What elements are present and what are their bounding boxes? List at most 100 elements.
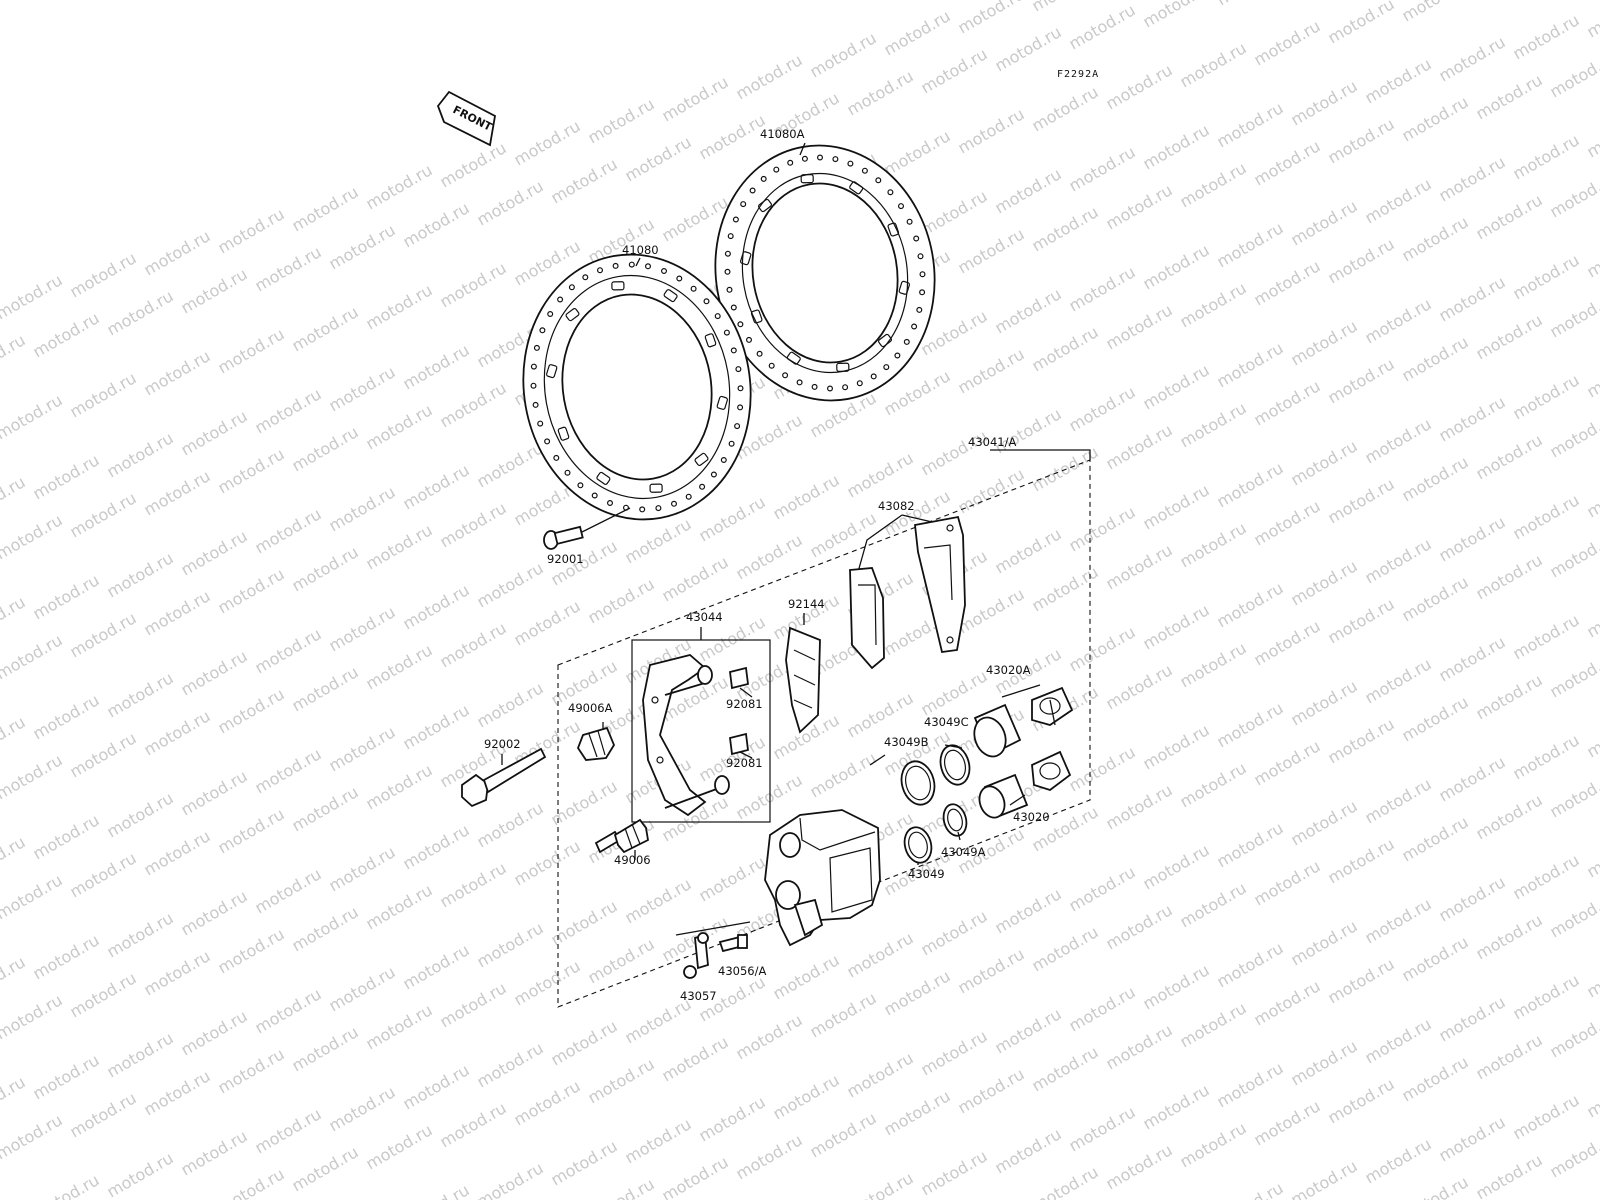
label-41080: 41080: [622, 243, 659, 257]
watermark-text: motod.ru: [215, 1044, 288, 1097]
watermark-text: motod.ru: [1177, 758, 1250, 811]
watermark-text: motod.ru: [1325, 354, 1398, 407]
watermark-text: motod.ru: [104, 428, 177, 481]
watermark-text: motod.ru: [696, 492, 769, 545]
watermark-text: motod.ru: [30, 690, 103, 743]
watermark-text: motod.ru: [1436, 872, 1509, 925]
watermark-text: motod.ru: [437, 1098, 510, 1151]
watermark-text: motod.ru: [1436, 272, 1509, 325]
brake-disc-front: [522, 253, 752, 521]
watermark-text: motod.ru: [1066, 742, 1139, 795]
watermark-text: motod.ru: [30, 930, 103, 983]
label-43056A: 43056/A: [718, 964, 766, 978]
watermark-text: motod.ru: [1066, 1102, 1139, 1155]
watermark-text: motod.ru: [992, 164, 1065, 217]
watermark-text: motod.ru: [585, 1054, 658, 1107]
watermark-text: motod.ru: [1473, 790, 1546, 843]
bleeder-valve: [675, 921, 751, 953]
watermark-text: motod.ru: [548, 1136, 621, 1189]
watermark-text: motod.ru: [1436, 752, 1509, 805]
watermark-text: motod.ru: [0, 952, 29, 1005]
watermark-text: motod.ru: [363, 640, 436, 693]
disc-hole: [582, 274, 589, 281]
watermark-text: motod.ru: [1029, 1042, 1102, 1095]
watermark-text: motod.ru: [1584, 228, 1600, 281]
disc-hole: [870, 373, 877, 380]
watermark-text: motod.ru: [992, 284, 1065, 337]
watermark-text: motod.ru: [1177, 878, 1250, 931]
watermark-text: motod.ru: [733, 50, 806, 103]
disc-hole: [875, 177, 882, 184]
watermark-text: motod.ru: [141, 706, 214, 759]
watermark-text: motod.ru: [289, 542, 362, 595]
disc-hole: [816, 154, 823, 161]
watermark-text: motod.ru: [1103, 180, 1176, 233]
watermark-text: motod.ru: [67, 728, 140, 781]
watermark-text: motod.ru: [1066, 622, 1139, 675]
watermark-text: motod.ru: [844, 448, 917, 501]
disc-hole: [676, 275, 683, 282]
disc-hole: [919, 271, 926, 278]
watermark-text: motod.ru: [659, 1152, 732, 1200]
watermark-text: motod.ru: [400, 460, 473, 513]
disc-hole: [724, 268, 731, 275]
watermark-text: motod.ru: [252, 242, 325, 295]
watermark-text: motod.ru: [289, 782, 362, 835]
watermark-text: motod.ru: [1140, 840, 1213, 893]
watermark-text: motod.ru: [437, 378, 510, 431]
watermark-text: motod.ru: [1399, 1052, 1472, 1105]
disc-hole: [826, 385, 833, 392]
watermark-text: motod.ru: [67, 488, 140, 541]
watermark-text: motod.ru: [1584, 948, 1600, 1001]
watermark-text: motod.ru: [1399, 572, 1472, 625]
watermark-text: motod.ru: [0, 270, 66, 323]
watermark-text: motod.ru: [1103, 660, 1176, 713]
disc-hole: [735, 366, 742, 373]
watermark-text: motod.ru: [1510, 1090, 1583, 1143]
watermark-text: motod.ru: [881, 126, 954, 179]
watermark-text: motod.ru: [215, 564, 288, 617]
watermark-text: motod.ru: [104, 668, 177, 721]
disc-hole: [861, 167, 868, 174]
watermark-text: motod.ru: [1288, 676, 1361, 729]
watermark-text: motod.ru: [400, 700, 473, 753]
disc-slot: [663, 289, 678, 303]
watermark-text: motod.ru: [1547, 528, 1600, 581]
watermark-text: motod.ru: [289, 182, 362, 235]
front-arrow-icon: FRONT: [436, 90, 496, 147]
watermark-text: motod.ru: [363, 1120, 436, 1173]
watermark-text: motod.ru: [252, 1104, 325, 1157]
watermark-text: motod.ru: [1362, 294, 1435, 347]
watermark-text: motod.ru: [1214, 938, 1287, 991]
disc-hole: [544, 438, 551, 445]
watermark-text: motod.ru: [585, 94, 658, 147]
watermark-text: motod.ru: [1510, 370, 1583, 423]
watermark-text: motod.ru: [1436, 512, 1509, 565]
watermark-text: motod.ru: [1436, 32, 1509, 85]
watermark-text: motod.ru: [1251, 856, 1324, 909]
watermark-text: motod.ru: [252, 984, 325, 1037]
watermark-text: motod.ru: [1288, 556, 1361, 609]
disc-slot: [898, 280, 910, 295]
watermark-text: motod.ru: [437, 498, 510, 551]
watermark-text: motod.ru: [400, 198, 473, 251]
watermark-text: motod.ru: [992, 1124, 1065, 1177]
watermark-text: motod.ru: [1547, 1008, 1600, 1061]
watermark-text: motod.ru: [844, 1168, 917, 1200]
watermark-text: motod.ru: [1547, 1128, 1600, 1181]
watermark-text: motod.ru: [141, 226, 214, 279]
watermark-text: motod.ru: [1066, 262, 1139, 315]
watermark-text: motod.ru: [1325, 954, 1398, 1007]
watermark-text: motod.ru: [1288, 1036, 1361, 1089]
disc-hole: [699, 483, 706, 490]
watermark-text: motod.ru: [1362, 54, 1435, 107]
watermark-text: motod.ru: [1140, 480, 1213, 533]
watermark-text: motod.ru: [1584, 708, 1600, 761]
watermark-text: motod.ru: [1399, 1172, 1472, 1200]
watermark-text: motod.ru: [1140, 1080, 1213, 1133]
watermark-text: motod.ru: [1103, 900, 1176, 953]
watermark-text: motod.ru: [141, 346, 214, 399]
disc-hole: [737, 321, 744, 328]
watermark-text: motod.ru: [0, 990, 66, 1043]
watermark-text: motod.ru: [1214, 1178, 1287, 1200]
